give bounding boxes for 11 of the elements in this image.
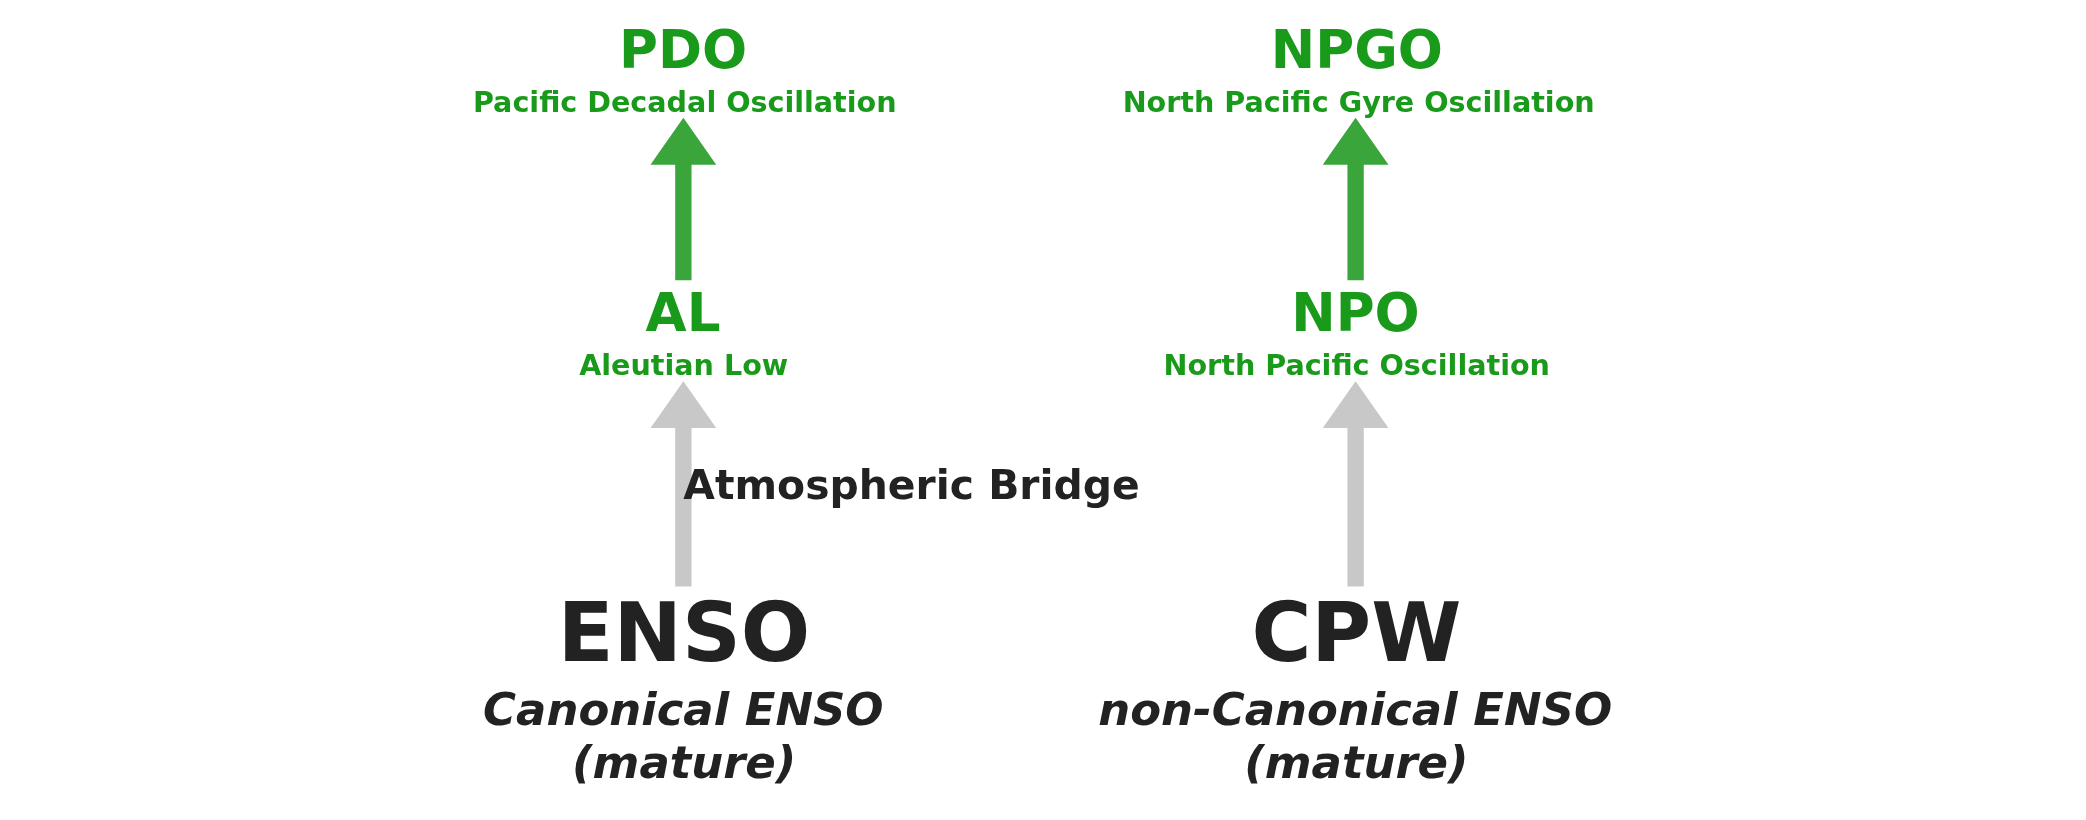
arrow bbox=[650, 117, 716, 280]
arrow bbox=[1322, 117, 1388, 280]
arrow bbox=[1322, 380, 1388, 586]
edge-label: Atmospheric Bridge bbox=[682, 460, 1140, 509]
node-text: NPGO North Pacific Gyre Oscillation bbox=[1122, 18, 1595, 119]
node-text: PDO Pacific Decadal Oscillation bbox=[472, 18, 897, 119]
node-text: CPW non-Canonical ENSO (mature) bbox=[1097, 584, 1612, 789]
arrow bbox=[650, 380, 716, 586]
node-text: ENSO Canonical ENSO (mature) bbox=[482, 584, 884, 789]
node-text: NPO North Pacific Oscillation bbox=[1163, 281, 1550, 382]
node-text: AL Aleutian Low bbox=[578, 281, 788, 382]
